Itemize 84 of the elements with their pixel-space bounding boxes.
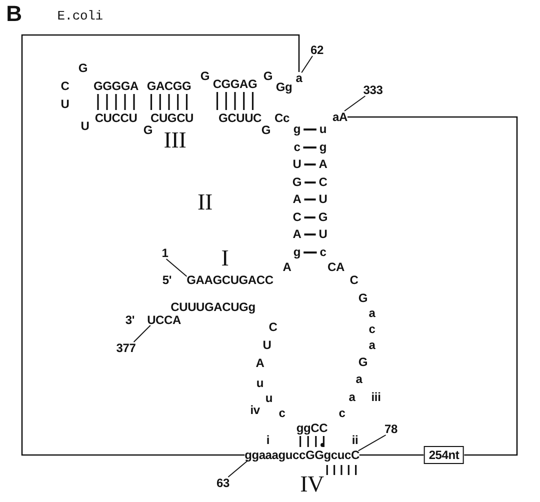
leader-line: [301, 56, 313, 74]
connector-line: [359, 454, 424, 456]
sequence-text: CGGAG: [212, 78, 258, 90]
leader-line: [133, 324, 151, 342]
nucleotide-label: G: [263, 70, 273, 82]
nucleotide-label: U: [318, 228, 328, 240]
sequence-text: aA: [332, 111, 348, 123]
sequence-text: CUUUGACUGg: [170, 301, 256, 313]
nucleotide-label: U: [80, 120, 90, 132]
nucleotide-label: C: [268, 321, 278, 333]
nucleotide-label: C: [60, 80, 70, 92]
loop-label: ii: [352, 434, 358, 446]
nucleotide-label: U: [60, 98, 70, 110]
helix-label: IV: [300, 472, 324, 496]
helix-label: III: [164, 128, 186, 152]
position-number: 62: [310, 44, 324, 56]
nucleotide-label: a: [368, 339, 376, 351]
nucleotide-label: U: [262, 339, 272, 351]
nucleotide-label: u: [265, 392, 273, 404]
nucleotide-label: a: [368, 307, 376, 319]
sequence-text: Gg: [276, 81, 292, 93]
position-number: 78: [384, 423, 398, 435]
loop-label: iv: [250, 404, 260, 416]
nucleotide-label: G: [78, 62, 88, 74]
nucleotide-label: G: [358, 292, 368, 304]
nucleotide-label: C: [292, 211, 302, 223]
nucleotide-label: c: [338, 407, 346, 419]
nucleotide-label: G: [143, 124, 153, 136]
sequence-text: CA: [328, 261, 344, 273]
nucleotide-label: A: [292, 193, 302, 205]
nucleotide-label: G: [200, 70, 210, 82]
position-number: 377: [116, 342, 136, 354]
nucleotide-label: A: [292, 228, 302, 240]
strand-end-label: 3': [125, 314, 135, 326]
nucleotide-label: a: [296, 72, 302, 84]
nucleotide-label: u: [319, 123, 327, 135]
organism-label: E.coli: [57, 10, 103, 22]
nucleotide-label: a: [356, 373, 362, 385]
sequence-text: UCCA: [147, 314, 181, 326]
connector-line: [348, 116, 518, 456]
nucleotide-label: u: [256, 377, 264, 389]
panel-letter: B: [6, 3, 22, 25]
nucleotide-label: c: [294, 141, 300, 153]
position-number: 1: [162, 247, 168, 259]
position-number: 333: [363, 84, 383, 96]
helix-label: I: [221, 246, 229, 270]
sequence-text: GCUUC: [218, 112, 262, 124]
connector-line: [21, 34, 300, 456]
sequence-text: Cc: [274, 112, 290, 124]
nucleotide-label: A: [256, 357, 264, 369]
nucleotide-label: c: [368, 323, 376, 335]
strand-end-label: 5': [162, 274, 172, 286]
nucleotide-label: G: [292, 176, 302, 188]
leader-line: [228, 460, 248, 478]
sequence-text: GAAGCUGACC: [186, 274, 274, 286]
nucleotide-label: c: [320, 246, 326, 258]
nucleotide-label: a: [348, 391, 356, 403]
nucleotide-label: C: [318, 176, 328, 188]
leader-line: [166, 258, 188, 277]
sequence-text: GGGGA: [94, 80, 138, 92]
sequence-text: CUCCU: [94, 112, 138, 124]
nucleotide-label: g: [319, 141, 327, 153]
nucleotide-label: g: [293, 123, 301, 135]
nucleotide-label: G: [358, 356, 368, 368]
nucleotide-label: U: [318, 193, 328, 205]
nucleotide-label: g: [293, 246, 301, 258]
position-number: 63: [216, 477, 230, 489]
nucleotide-label: G: [318, 211, 328, 223]
helix-label: II: [198, 190, 212, 214]
sequence-text: GACGG: [146, 80, 192, 92]
leader-line: [344, 96, 366, 112]
nucleotide-label: G: [261, 124, 271, 136]
nucleotide-label: U: [292, 158, 302, 170]
sequence-text: ggCC: [296, 422, 328, 434]
nucleotide-label: C: [350, 274, 358, 286]
leader-line: [358, 434, 386, 452]
loop-label: iii: [371, 391, 381, 403]
sequence-text: ggaaaguccGGgcucC: [244, 449, 360, 461]
nucleotide-label: A: [318, 158, 328, 170]
sequence-text: CUGCU: [150, 112, 194, 124]
nucleotide-label: c: [278, 407, 286, 419]
length-box: 254nt: [424, 446, 464, 464]
nucleotide-label: A: [282, 261, 292, 273]
loop-label: i: [266, 434, 270, 446]
